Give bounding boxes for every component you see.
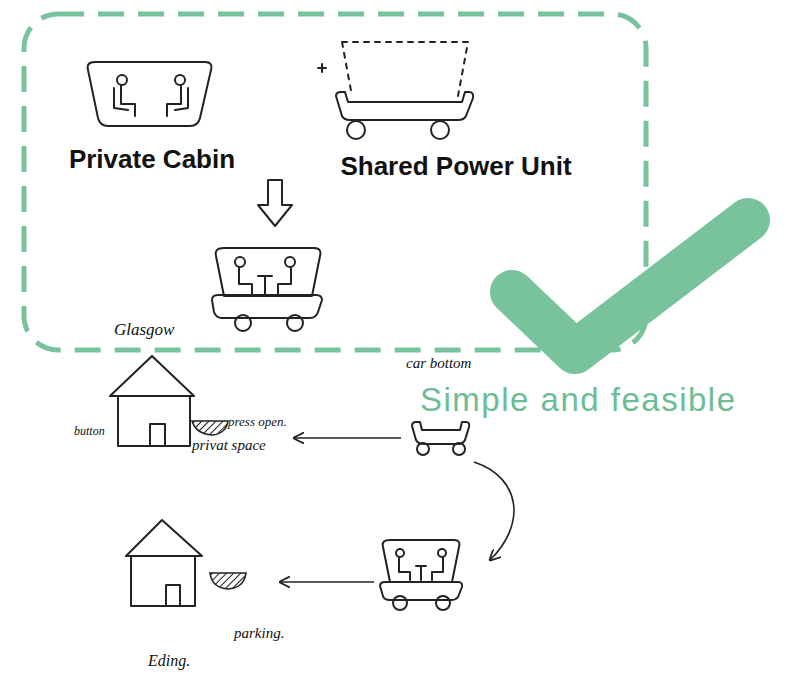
chassis [212, 295, 322, 318]
passenger-head [285, 257, 295, 267]
roof [126, 520, 202, 556]
house-body [131, 556, 195, 606]
house-body [118, 396, 190, 446]
wheel [417, 443, 429, 455]
space-name: privat space [192, 436, 266, 454]
plus-mark [318, 64, 326, 72]
door [150, 424, 165, 446]
part-name: Shared Power Unit [340, 151, 571, 182]
note-text: button [74, 424, 105, 438]
flow-arrow [294, 437, 401, 439]
cabin-sketch [88, 62, 212, 126]
wheel [393, 596, 407, 610]
seat [114, 88, 128, 110]
parking-space: parking. [206, 566, 316, 642]
cabin-outline [383, 540, 460, 582]
chassis [412, 422, 469, 444]
control-table [258, 276, 272, 294]
flow-arrow [280, 581, 374, 583]
note-text: press open. [192, 414, 287, 430]
passenger-body [167, 86, 181, 116]
seat [175, 88, 188, 110]
chassis [380, 582, 462, 600]
city-name: Glasgow [106, 320, 174, 340]
chassis [336, 92, 473, 120]
space-name: parking. [206, 624, 284, 642]
wheel [431, 121, 449, 139]
house-sketch [110, 356, 194, 446]
house-sketch [126, 520, 202, 606]
house-node: Glasgow [106, 320, 204, 450]
wheel [453, 443, 465, 455]
cabin-outline [216, 248, 321, 296]
assembled-car [212, 248, 322, 331]
passenger-head [175, 75, 185, 85]
cabin-placeholder [342, 42, 468, 96]
house-node: Eding. [124, 514, 206, 670]
part-name: car bottom [402, 354, 471, 372]
private-space-pad [192, 421, 228, 435]
wheel [436, 596, 450, 610]
wheel [347, 121, 365, 139]
check-mark [512, 220, 748, 352]
city-name: Eding. [124, 651, 190, 670]
cabin-outline [88, 62, 212, 126]
passenger-body [399, 558, 410, 580]
control-table [416, 566, 426, 580]
wheel [287, 315, 303, 331]
verdict-text: Simple and feasible [420, 380, 737, 420]
cabin-unit: Private Cabin [36, 55, 268, 175]
passenger-body [432, 558, 443, 580]
combine-arrow [258, 180, 292, 226]
parking-pad [210, 573, 246, 589]
roof [110, 356, 194, 396]
passenger-head [235, 257, 245, 267]
passenger-head [396, 549, 404, 557]
private-space: press open. privat space [192, 414, 291, 454]
passenger-body [278, 268, 291, 294]
dashed-region [24, 14, 646, 350]
car-bottom-sketch [412, 422, 469, 455]
wheel [235, 315, 251, 331]
assembled-car [380, 540, 462, 610]
passenger-head [438, 549, 446, 557]
passenger-body [121, 86, 135, 116]
passenger-head [117, 75, 127, 85]
flow-arrow [474, 462, 514, 560]
power-unit-sketch [318, 42, 473, 139]
passenger-body [239, 268, 252, 294]
power-unit: Shared Power Unit [296, 34, 616, 182]
part-name: Private Cabin [69, 144, 235, 175]
door [166, 585, 180, 606]
